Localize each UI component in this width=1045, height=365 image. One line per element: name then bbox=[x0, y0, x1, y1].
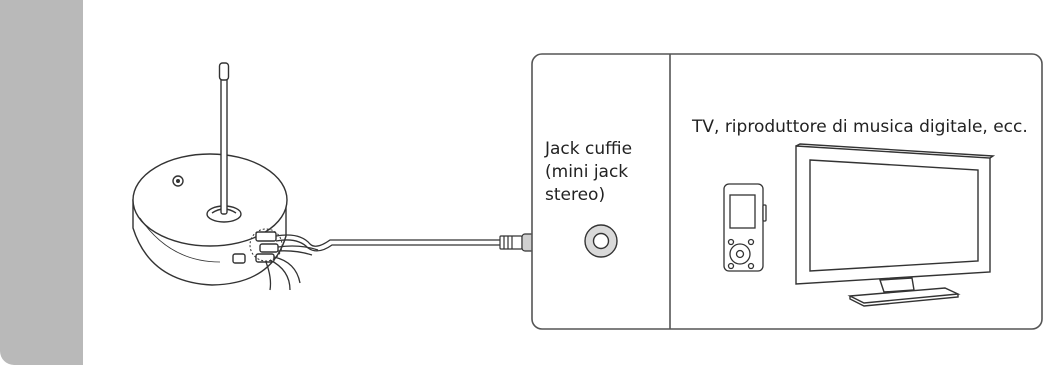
jack-label-line-1: Jack cuffie bbox=[545, 139, 633, 159]
connector-ports-icon bbox=[255, 231, 279, 263]
headphone-jack-icon bbox=[584, 224, 618, 258]
music-player-icon bbox=[723, 183, 767, 272]
headphone-jack-label: Jack cuffie (mini jack stereo) bbox=[545, 138, 632, 207]
jack-label-line-2: (mini jack bbox=[545, 162, 629, 182]
device-label: TV, riproduttore di musica digitale, ecc… bbox=[692, 117, 1028, 137]
tv-icon bbox=[795, 143, 996, 307]
antenna-icon bbox=[220, 77, 228, 215]
cables bbox=[265, 234, 500, 291]
transmitter-unit bbox=[132, 62, 288, 286]
side-tab bbox=[0, 0, 83, 365]
jack-label-line-3: stereo) bbox=[545, 185, 606, 205]
